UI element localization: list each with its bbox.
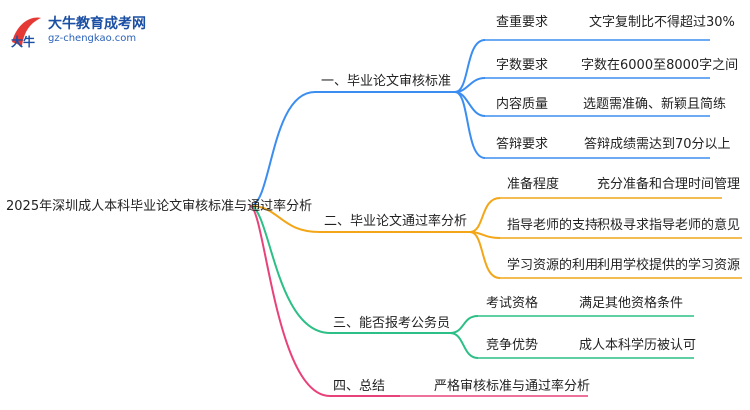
item-key: 指导老师的支持	[507, 218, 599, 233]
link-root-branch-2	[249, 205, 321, 233]
logo-mark-icon: 大牛	[11, 17, 41, 49]
branch-1-label: 一、毕业论文审核标准	[321, 74, 452, 89]
item-value: 答辩成绩需达到70分以上	[584, 137, 731, 152]
item-key: 考试资格	[486, 296, 539, 311]
item-key: 严格审核标准与通过率分析	[434, 379, 591, 394]
item-key: 字数要求	[496, 58, 549, 73]
item-value: 满足其他资格条件	[579, 296, 684, 311]
svg-text:大牛: 大牛	[11, 34, 35, 49]
item-value: 文字复制比不得超过30%	[589, 15, 735, 30]
item-value: 积极寻求指导老师的意见	[597, 218, 741, 233]
link-2-3	[469, 231, 501, 279]
link-1-4	[454, 91, 486, 159]
branch-4-label: 四、总结	[333, 379, 386, 394]
item-key: 准备程度	[507, 177, 560, 192]
item-key: 内容质量	[496, 97, 549, 112]
logo-url: gz-chengkao.com	[48, 33, 137, 44]
link-root-branch-1	[249, 91, 316, 207]
branch-2-label: 二、毕业论文通过率分析	[324, 214, 468, 229]
item-key: 答辩要求	[496, 137, 549, 152]
site-logo[interactable]: 大牛 大牛教育成考网 gz-chengkao.com	[8, 10, 158, 54]
link-root-branch-4	[249, 205, 331, 397]
item-value: 成人本科学历被认可	[579, 338, 697, 353]
link-3-1	[449, 315, 479, 334]
logo-site-name: 大牛教育成考网	[48, 16, 146, 32]
root-topic: 2025年深圳成人本科毕业论文审核标准与通过率分析	[6, 199, 313, 214]
link-3-2	[449, 332, 479, 359]
item-key: 查重要求	[496, 15, 549, 30]
branch-3-label: 三、能否报考公务员	[333, 316, 451, 331]
link-2-1	[469, 197, 501, 233]
item-value: 充分准备和合理时间管理	[597, 177, 741, 192]
item-value: 利用学校提供的学习资源	[597, 258, 741, 273]
item-value: 选题需准确、新颖且简练	[583, 97, 727, 112]
item-key: 竞争优势	[486, 338, 539, 353]
link-root-branch-3	[249, 205, 331, 334]
item-key: 学习资源的利用	[507, 258, 599, 273]
item-value: 字数在6000至8000字之间	[581, 58, 739, 73]
